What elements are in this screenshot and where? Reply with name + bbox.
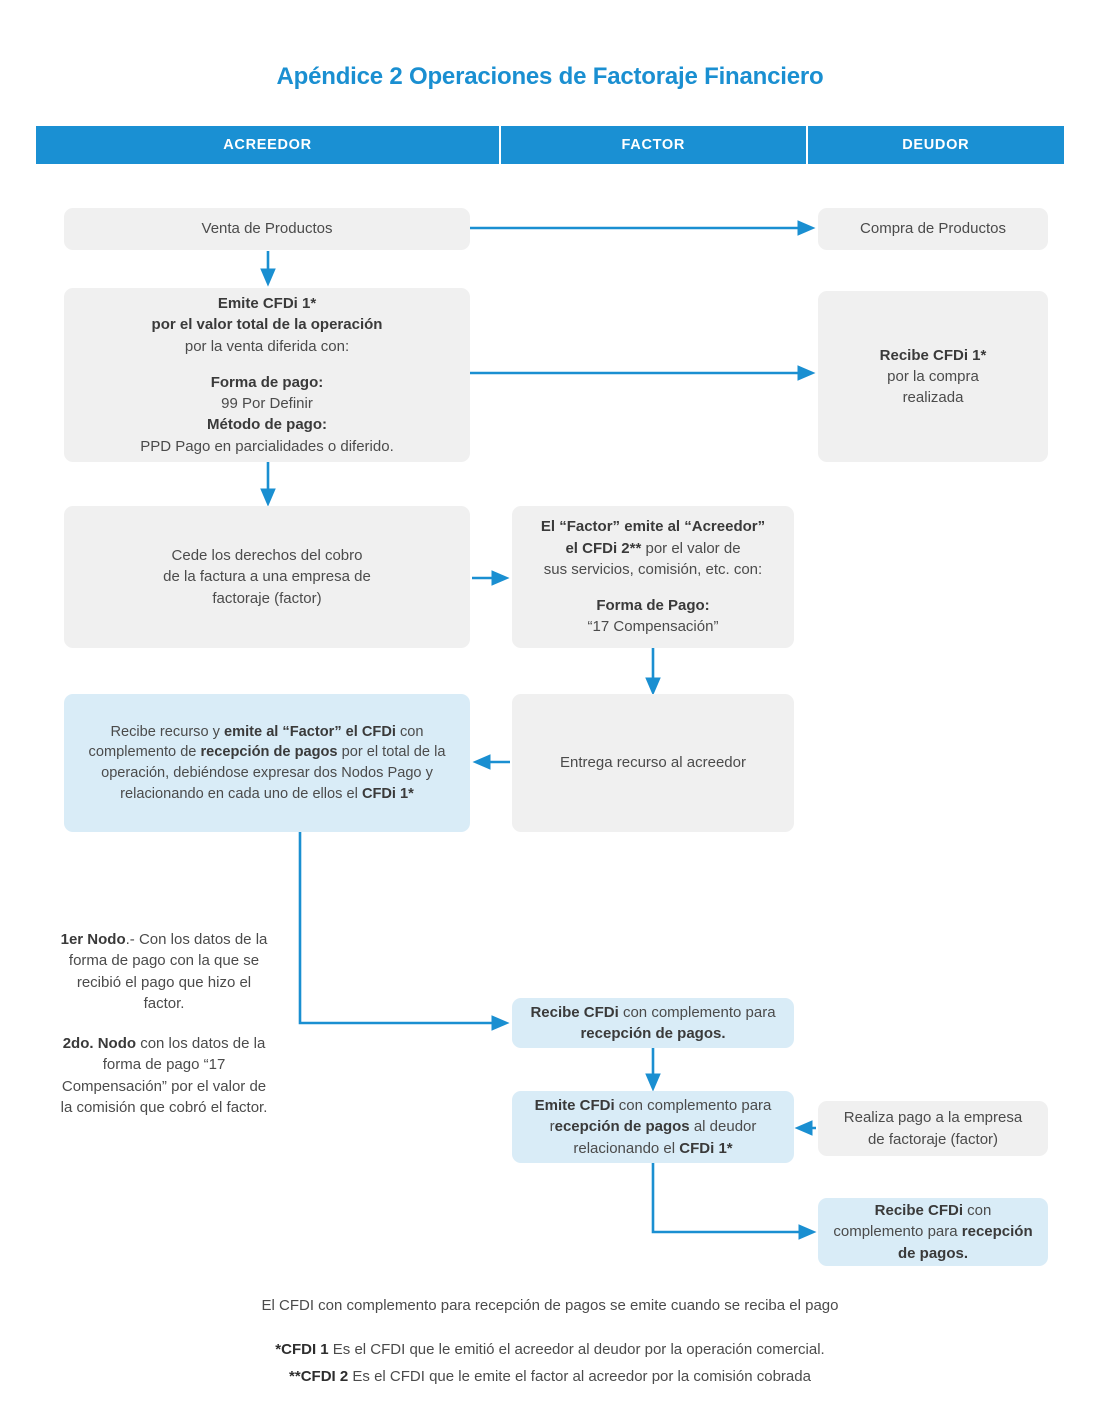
node-factor-emite-cfdi2-body: El “Factor” emite al “Acreedor”el CFDi 2… <box>540 518 766 636</box>
node-entrega-recurso[interactable]: Entrega recurso al acreedor <box>512 694 794 832</box>
footer-note-2-text: *CFDI 1 Es el CFDI que le emitió el acre… <box>275 1341 825 1358</box>
column-header-factor: FACTOR <box>501 126 806 164</box>
node-recibe-cfdi-complemento-body: Recibe CFDi con complemento para recepci… <box>530 1003 776 1042</box>
node-deudor-recibe-cfdi-body: Recibe CFDi con complemento para recepci… <box>833 1202 1033 1262</box>
footer-note-3: **CFDI 2 Es el CFDI que le emite el fact… <box>0 1368 1100 1385</box>
footer-note-3-text: **CFDI 2 Es el CFDI que le emite el fact… <box>289 1368 811 1385</box>
node-venta-productos[interactable]: Venta de Productos <box>64 208 470 250</box>
node-recibe-cfdi-complemento[interactable]: Recibe CFDi con complemento para recepci… <box>512 998 794 1048</box>
footer-note-2: *CFDI 1 Es el CFDI que le emitió el acre… <box>0 1341 1100 1358</box>
footer-note-1: El CFDI con complemento para recepción d… <box>0 1297 1100 1314</box>
node-emite-cfdi-complemento[interactable]: Emite CFDi con complemento para recepció… <box>512 1091 794 1163</box>
side-note-nodo1: 1er Nodo.- Con los datos de la forma de … <box>56 929 272 1014</box>
footer-note-1-text: El CFDI con complemento para recepción d… <box>261 1297 839 1314</box>
side-note-nodo2: 2do. Nodo con los datos de la forma de p… <box>56 1033 272 1118</box>
node-emite-cfdi-complemento-body: Emite CFDi con complemento para recepció… <box>534 1097 772 1157</box>
node-factor-emite-cfdi2[interactable]: El “Factor” emite al “Acreedor”el CFDi 2… <box>512 506 794 648</box>
node-compra-productos[interactable]: Compra de Productos <box>818 208 1048 250</box>
node-emite-cfdi1[interactable]: Emite CFDi 1*por el valor total de la op… <box>64 288 470 462</box>
page-title: Apéndice 2 Operaciones de Factoraje Fina… <box>276 63 824 90</box>
node-emite-cfdi1-body: Emite CFDi 1*por el valor total de la op… <box>140 294 394 455</box>
side-note-nodo2-text: 2do. Nodo con los datos de la forma de p… <box>60 1035 268 1116</box>
side-note-nodo1-text: 1er Nodo.- Con los datos de la forma de … <box>60 931 268 1012</box>
node-entrega-recurso-label: Entrega recurso al acreedor <box>560 754 746 772</box>
node-venta-productos-label: Venta de Productos <box>201 220 333 238</box>
column-header-acreedor: ACREEDOR <box>36 126 500 164</box>
node-compra-productos-label: Compra de Productos <box>860 220 1006 238</box>
arrow-recibe-to-recibecfdi <box>298 832 510 1031</box>
column-header-bar: ACREEDOR FACTOR DEUDOR <box>36 126 1064 164</box>
node-recibe-recurso-body: Recibe recurso y emite al “Factor” el CF… <box>88 723 446 802</box>
node-deudor-recibe-cfdi[interactable]: Recibe CFDi con complemento para recepci… <box>818 1198 1048 1266</box>
column-header-deudor: DEUDOR <box>807 126 1064 164</box>
arrow-emitecfdi-to-deudorrecibe <box>651 1163 817 1240</box>
node-recibe-recurso[interactable]: Recibe recurso y emite al “Factor” el CF… <box>64 694 470 832</box>
